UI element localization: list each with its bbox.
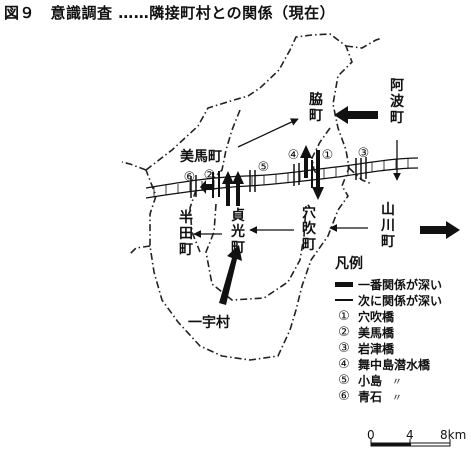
scale-bar — [370, 439, 451, 447]
bridge-iwazu — [355, 157, 367, 180]
town-label-handa: 半田町 — [179, 210, 193, 258]
legend-item-number: ⑤ — [338, 372, 350, 388]
legend-item-label: 小島 — [358, 373, 383, 388]
strong-arrow-awa-to-waki — [334, 106, 378, 124]
legend-item-number: ② — [338, 324, 350, 340]
strong-arrows — [200, 106, 460, 305]
bridge-kojima — [249, 170, 256, 192]
figure-title: 図９ 意識調査 ……隣接町村との関係（現在） — [4, 4, 336, 22]
legend-weak-label: 次に関係が深い — [358, 293, 443, 308]
map-marker-anabuki-bridge: ① — [321, 148, 334, 163]
legend-row-weak: 次に関係が深い — [333, 292, 469, 308]
legend-item-number: ⑥ — [338, 388, 350, 404]
town-label-anabuki: 穴吹町 — [302, 205, 316, 253]
municipal-boundary — [145, 33, 353, 361]
town-label-mima: 美馬町 — [180, 149, 222, 165]
town-label-awa: 阿波町 — [390, 78, 404, 126]
legend-item-label: 美馬橋 — [358, 325, 395, 340]
map-marker-iwazu-bridge: ③ — [357, 146, 370, 161]
strong-arrow-waki-to-anabuki-down — [312, 150, 324, 200]
legend-row-strong: 一番関係が深い — [333, 276, 469, 292]
town-label-yamakawa: 山川町 — [381, 202, 395, 250]
town-label-wakimachi: 脇町 — [309, 92, 323, 124]
weak-arrow-mima-to-waki — [237, 118, 299, 148]
bridge-maichujima — [293, 163, 300, 186]
legend-item: ④ 舞中島潜水橋 — [333, 356, 469, 372]
inner-boundary-mima — [213, 109, 241, 179]
outer-boundary-east — [348, 167, 373, 185]
legend-item: ② 美馬橋 — [333, 324, 469, 340]
town-label-sadamitsu: 貞光町 — [231, 208, 245, 256]
strong-arrow-sadamitsu-to-mima-b — [232, 171, 244, 206]
strong-arrow-sadamitsu-to-mima-a — [222, 171, 234, 206]
map-marker-mima-bridge: ② — [203, 168, 216, 183]
legend-strong-label: 一番関係が深い — [358, 277, 443, 292]
legend-item-number: ① — [338, 308, 350, 324]
legend-item: ① 穴吹橋 — [333, 308, 469, 324]
strong-arrow-anabuki-to-waki-up — [300, 145, 312, 178]
thin-line-symbol — [335, 299, 353, 301]
legend: 凡例 一番関係が深い 次に関係が深い ① 穴吹橋 ② 美馬橋 ③ 岩津橋 ④ 舞… — [333, 253, 469, 404]
scale-label-4: 4 — [406, 428, 414, 442]
strong-arrow-handa-to-mima — [200, 180, 212, 194]
bridge-mima — [212, 171, 220, 198]
legend-item-label: 穴吹橋 — [358, 309, 395, 324]
legend-item-number: ④ — [338, 356, 350, 372]
strong-arrow-ichiu-to-sadamitsu — [219, 245, 242, 305]
inner-boundary-south — [205, 203, 307, 301]
scale-label-8km: 8km — [440, 428, 467, 442]
thick-line-symbol — [335, 281, 353, 287]
map-marker-aoishi-bridge: ⑥ — [183, 170, 196, 185]
legend-item-label: 青石 — [358, 389, 383, 404]
map-marker-maichujima-bridge: ④ — [287, 148, 300, 163]
legend-item: ③ 岩津橋 — [333, 340, 469, 356]
weak-arrows — [193, 118, 401, 238]
outer-boundary-sw — [129, 245, 151, 255]
inner-boundary-handa — [189, 189, 201, 253]
strong-arrow-yamakawa-east — [420, 221, 460, 239]
legend-item-number: ③ — [338, 340, 350, 356]
scale-label-0: 0 — [367, 428, 375, 442]
ditto-mark: 〃 — [392, 392, 403, 404]
outer-boundary-west — [121, 161, 147, 171]
legend-item: ⑤ 小島 〃 — [333, 372, 469, 388]
legend-item-label: 舞中島潜水橋 — [358, 357, 431, 372]
legend-title: 凡例 — [335, 256, 363, 272]
bridge-aoishi — [190, 175, 197, 198]
map-marker-kojima-bridge: ⑤ — [257, 160, 270, 175]
legend-item-label: 岩津橋 — [358, 341, 395, 356]
ditto-mark: 〃 — [392, 376, 403, 388]
legend-item: ⑥ 青石 〃 — [333, 388, 469, 404]
town-label-ichiu: 一宇村 — [188, 315, 230, 331]
outer-boundary-awa — [345, 37, 383, 49]
